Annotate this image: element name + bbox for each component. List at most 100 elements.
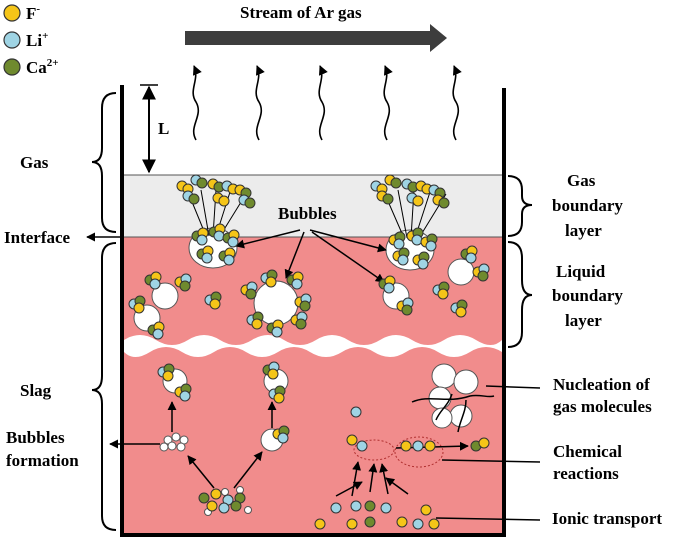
gas-boundary-label-3: layer xyxy=(565,221,602,240)
fluoride-ion xyxy=(424,440,436,452)
bubbles-arrow-4 xyxy=(311,231,385,283)
formation-bubble-7 xyxy=(221,488,229,496)
gas-boundary-brace xyxy=(507,175,533,237)
lithium-ion xyxy=(350,500,362,512)
rising-gas-arrows xyxy=(192,65,462,141)
lithium-ion xyxy=(411,234,423,246)
ionic-arrow-5 xyxy=(385,477,409,495)
formation-bubble-6 xyxy=(159,442,169,452)
reaction-cloud-small xyxy=(353,439,395,461)
calcium-ion xyxy=(401,304,413,316)
fluoride-ion xyxy=(400,440,412,452)
formation-bubble-2 xyxy=(171,432,181,442)
chemical-label-1: Chemical xyxy=(553,442,622,461)
calcium-ion xyxy=(295,318,307,330)
lithium-ion xyxy=(465,252,477,264)
bubbles-arrow-3 xyxy=(309,229,387,253)
lithium-ion xyxy=(218,502,230,514)
fluoride-ion xyxy=(437,288,449,300)
gas-arrow-3 xyxy=(318,65,328,141)
legend-calcium-label: Ca2+ xyxy=(26,57,59,77)
lithium-ion xyxy=(213,230,225,242)
fluoride-ion xyxy=(455,306,467,318)
calcium-ion xyxy=(438,197,450,209)
lithium-ion xyxy=(412,518,424,530)
lithium-ion xyxy=(425,240,437,252)
legend: F- Li+ Ca2+ xyxy=(3,3,59,77)
formation-bubble-4 xyxy=(167,441,177,451)
formation-bubble-10 xyxy=(244,506,252,514)
lithium-ion xyxy=(201,252,213,264)
legend-lithium-icon xyxy=(3,31,21,49)
gas-arrow-4 xyxy=(383,65,393,141)
lithium-ion xyxy=(149,278,161,290)
calcium-ion xyxy=(245,288,257,300)
fluoride-ion xyxy=(412,195,424,207)
ionic-arrow-2 xyxy=(368,463,378,493)
nucleation-network xyxy=(411,393,495,433)
slag-brace xyxy=(91,242,117,531)
calcium-ion xyxy=(382,193,394,205)
fluoride-ion xyxy=(267,368,279,380)
fluoride-ion xyxy=(478,437,490,449)
nucleation-pointer xyxy=(485,385,541,389)
lithium-ion xyxy=(412,440,424,452)
chemical-pointer xyxy=(441,459,541,463)
calcium-ion xyxy=(198,492,210,504)
lithium-ion xyxy=(350,406,362,418)
chemical-label-2: reactions xyxy=(553,464,619,483)
formation-bubble-5 xyxy=(176,442,186,452)
calcium-ion xyxy=(364,500,376,512)
lithium-ion xyxy=(227,236,239,248)
legend-lithium-label: Li+ xyxy=(26,30,48,50)
calcium-ion xyxy=(299,300,311,312)
fluoride-ion xyxy=(396,516,408,528)
bubbles-arrow-1 xyxy=(235,229,301,249)
length-label: L xyxy=(158,119,169,138)
formation-arrow-right xyxy=(233,451,263,489)
fluoride-ion xyxy=(346,518,358,530)
fluoride-ion xyxy=(273,392,285,404)
legend-calcium-icon xyxy=(3,58,21,76)
lithium-ion xyxy=(417,258,429,270)
fluoride-ion xyxy=(428,518,440,530)
fluoride-ion xyxy=(209,298,221,310)
gas-label: Gas xyxy=(20,153,49,172)
nucleation-label-1: Nucleation of xyxy=(553,375,650,394)
legend-fluoride-label: F- xyxy=(26,3,40,23)
fluoride-ion xyxy=(314,518,326,530)
calcium-ion xyxy=(390,177,402,189)
lithium-ion xyxy=(393,238,405,250)
cluster-lines xyxy=(187,189,447,239)
fluoride-ion xyxy=(162,370,174,382)
lithium-ion xyxy=(271,326,283,338)
calcium-ion xyxy=(196,177,208,189)
legend-fluoride-icon xyxy=(3,4,21,22)
lithium-ion xyxy=(179,390,191,402)
slag-label: Slag xyxy=(20,381,52,400)
liquid-bubble-1 xyxy=(151,282,179,310)
fluoride-ion xyxy=(265,276,277,288)
calcium-ion xyxy=(230,500,242,512)
fluoride-ion xyxy=(346,434,358,446)
reaction-cloud-large xyxy=(394,436,444,468)
bubbles-arrow-2 xyxy=(284,231,305,279)
fluoride-ion xyxy=(420,504,432,516)
ionic-label: Ionic transport xyxy=(552,509,662,528)
gas-arrow-1 xyxy=(192,65,202,141)
liquid-boundary-label-1: Liquid xyxy=(556,262,606,281)
nucleation-bubble-2 xyxy=(453,369,479,395)
lithium-ion xyxy=(152,328,164,340)
bubbles-formation-label-2: formation xyxy=(6,451,79,470)
calcium-ion xyxy=(364,516,376,528)
bubbles-label: Bubbles xyxy=(278,204,337,223)
interface-label: Interface xyxy=(4,228,71,247)
ionic-arrow-3 xyxy=(379,463,389,495)
length-dimension: L xyxy=(140,84,169,174)
ionic-pointer xyxy=(435,517,541,521)
calcium-ion xyxy=(477,270,489,282)
stream-label: Stream of Ar gas xyxy=(240,3,362,22)
fluoride-ion xyxy=(210,488,222,500)
formation-bubble-8 xyxy=(236,486,244,494)
